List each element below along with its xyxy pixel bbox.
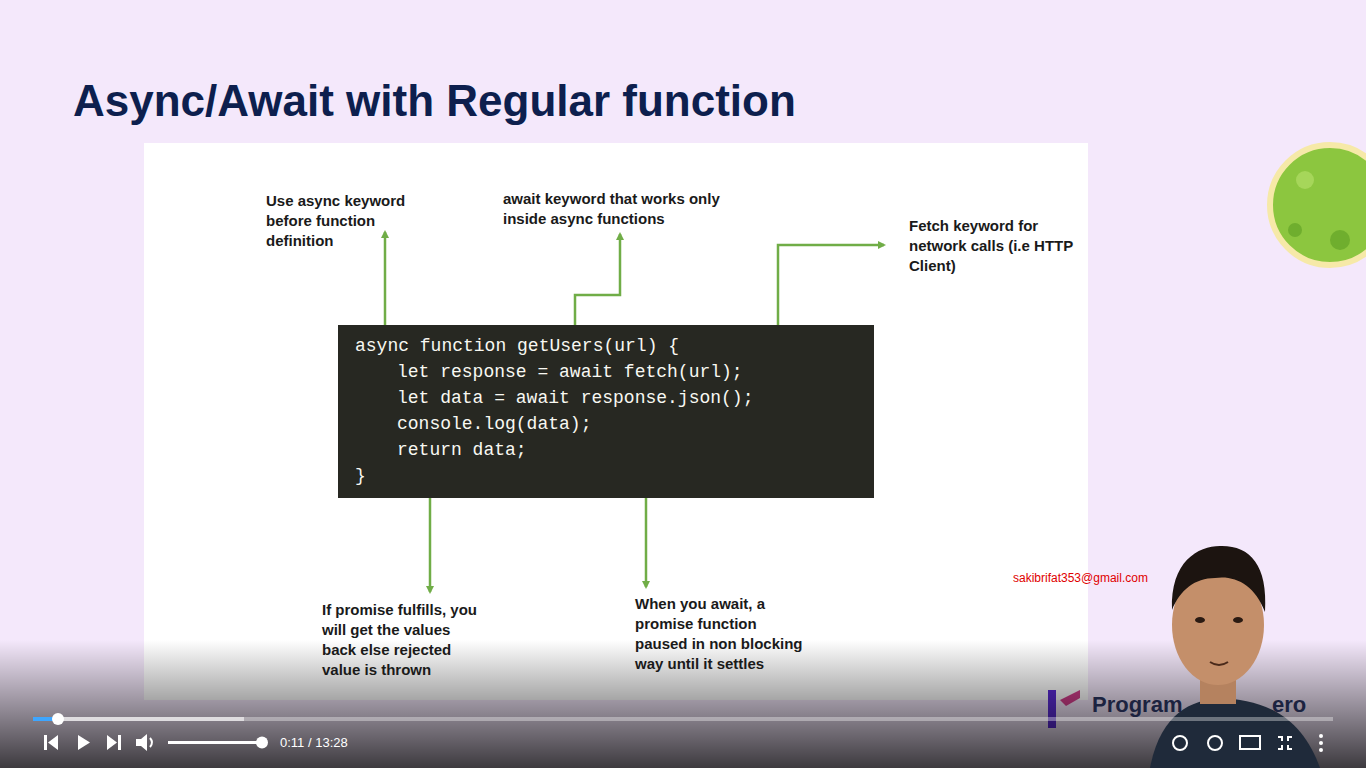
callout-text: If promise fulfills, you will get the va… bbox=[322, 600, 487, 680]
play-icon bbox=[78, 735, 90, 750]
progress-knob bbox=[52, 713, 64, 725]
slide-title: Async/Await with Regular function bbox=[73, 76, 796, 126]
presenter bbox=[1150, 546, 1320, 768]
watermark-email: sakibrifat353@gmail.com bbox=[1013, 570, 1148, 586]
code-line: let data = await response.json(); bbox=[355, 385, 857, 411]
leader-line bbox=[384, 232, 387, 325]
code-line: let response = await fetch(url); bbox=[355, 359, 857, 385]
fullscreen-icon bbox=[1278, 737, 1292, 749]
planet-crater bbox=[1288, 223, 1302, 237]
callout-text: When you await, a promise function pause… bbox=[635, 594, 810, 674]
next-icon bbox=[107, 735, 121, 750]
callout-text: Fetch keyword for network calls (i.e HTT… bbox=[909, 216, 1079, 276]
leader-line bbox=[429, 498, 432, 592]
theater-icon bbox=[1240, 736, 1260, 749]
prev-icon bbox=[44, 735, 58, 750]
leader-line bbox=[778, 245, 884, 325]
planet-glow bbox=[1270, 145, 1366, 265]
code-line: async function getUsers(url) { bbox=[355, 333, 857, 359]
code-line: } bbox=[355, 463, 857, 489]
code-line: console.log(data); bbox=[355, 411, 857, 437]
planet-crater bbox=[1330, 230, 1350, 250]
progress-track bbox=[33, 717, 1333, 721]
logo-text: ero bbox=[1272, 692, 1306, 718]
volume-knob bbox=[256, 737, 268, 749]
progress-buffer bbox=[33, 717, 244, 721]
leader-line bbox=[575, 234, 620, 325]
menu-dot bbox=[1319, 741, 1323, 745]
code-line: return data; bbox=[355, 437, 857, 463]
volume-icon bbox=[136, 734, 147, 751]
planet bbox=[1270, 145, 1366, 265]
code-box: async function getUsers(url) {let respon… bbox=[338, 325, 874, 498]
volume-bar bbox=[168, 741, 262, 744]
callout-text: Use async keyword before function defini… bbox=[266, 191, 416, 251]
time-display: 0:11 / 13:28 bbox=[280, 734, 348, 751]
forward-icon bbox=[1208, 736, 1222, 750]
leader-line bbox=[645, 498, 648, 587]
logo-text: Program bbox=[1092, 692, 1182, 718]
volume-wave bbox=[150, 738, 152, 747]
rewind-icon bbox=[1173, 736, 1187, 750]
planet-crater bbox=[1296, 171, 1314, 189]
player-controls bbox=[33, 713, 1333, 752]
menu-dot bbox=[1319, 734, 1323, 738]
menu-dot bbox=[1319, 748, 1323, 752]
callout-text: await keyword that works only inside asy… bbox=[503, 189, 735, 229]
